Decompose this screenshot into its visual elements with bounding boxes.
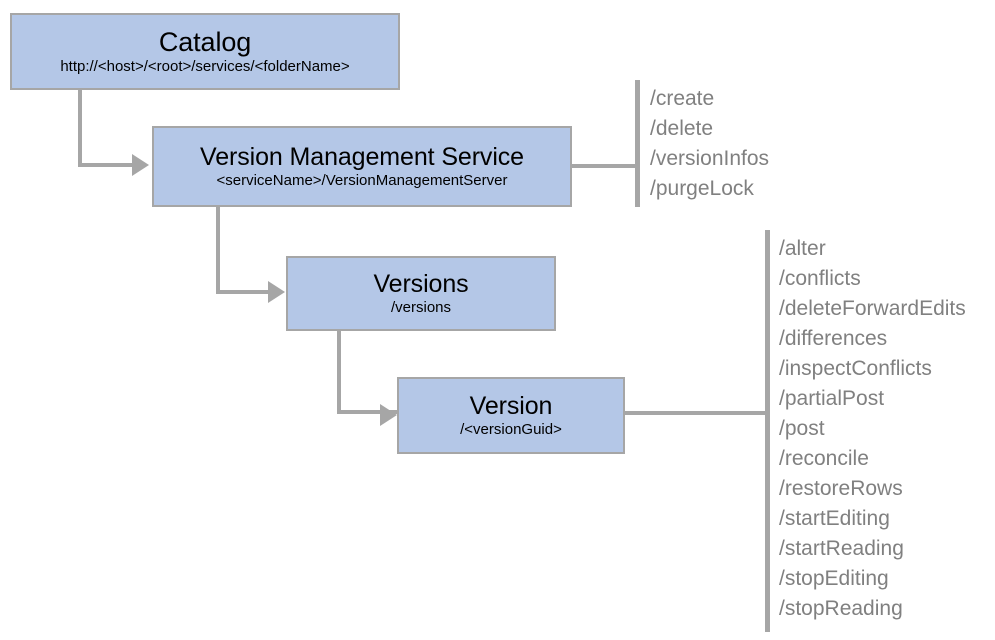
operation-item[interactable]: /create [650, 87, 715, 110]
connector-service-to-operations [572, 164, 640, 168]
operation-item[interactable]: /post [779, 417, 825, 440]
rail-service-operations [635, 80, 640, 207]
arrowhead-catalog-to-service [132, 154, 149, 176]
node-version-path: /<versionGuid> [460, 420, 562, 438]
connector-version-to-operations [625, 411, 770, 415]
operation-item[interactable]: /delete [650, 117, 714, 140]
operation-item[interactable]: /versionInfos [650, 147, 770, 170]
node-version-management-service[interactable]: Version Management Service <serviceName>… [152, 126, 572, 207]
connector-versions-to-version-vertical [337, 331, 341, 414]
operation-item[interactable]: /reconcile [779, 447, 869, 470]
node-versions-title: Versions [373, 269, 469, 298]
node-version-management-service-path: <serviceName>/VersionManagementServer [216, 171, 508, 189]
node-version-management-service-title: Version Management Service [200, 142, 524, 171]
connector-catalog-to-service-horizontal [78, 163, 146, 167]
operation-item[interactable]: /startEditing [779, 507, 890, 530]
operation-item[interactable]: /differences [779, 327, 888, 350]
operation-list-version: /alter/conflicts/deleteForwardEdits/diff… [779, 234, 966, 624]
node-catalog-path: http://<host>/<root>/services/<folderNam… [60, 57, 350, 75]
operation-item[interactable]: /alter [779, 237, 826, 260]
operation-list-service: /create/delete/versionInfos/purgeLock [650, 84, 769, 204]
node-versions-path: /versions [390, 298, 452, 316]
operation-item[interactable]: /restoreRows [779, 477, 903, 500]
node-catalog-title: Catalog [158, 26, 252, 57]
operation-item[interactable]: /startReading [779, 537, 904, 560]
operation-item[interactable]: /stopEditing [779, 567, 889, 590]
connector-service-to-versions-horizontal [216, 290, 282, 294]
operation-item[interactable]: /purgeLock [650, 177, 754, 200]
rail-version-operations [765, 230, 770, 632]
operation-item[interactable]: /inspectConflicts [779, 357, 932, 380]
operation-item[interactable]: /deleteForwardEdits [779, 297, 966, 320]
connector-versions-to-version-horizontal [337, 410, 397, 414]
operation-item[interactable]: /partialPost [779, 387, 885, 410]
arrowhead-service-to-versions [268, 281, 285, 303]
operation-item[interactable]: /conflicts [779, 267, 861, 290]
connector-service-to-versions-vertical [216, 207, 220, 294]
node-version-title: Version [469, 391, 553, 420]
node-version[interactable]: Version /<versionGuid> [397, 377, 625, 454]
arrowhead-versions-to-version [380, 404, 397, 426]
connector-catalog-to-service-vertical [78, 90, 82, 167]
node-versions[interactable]: Versions /versions [286, 256, 556, 331]
node-catalog[interactable]: Catalog http://<host>/<root>/services/<f… [10, 13, 400, 90]
operation-item[interactable]: /stopReading [779, 597, 903, 620]
